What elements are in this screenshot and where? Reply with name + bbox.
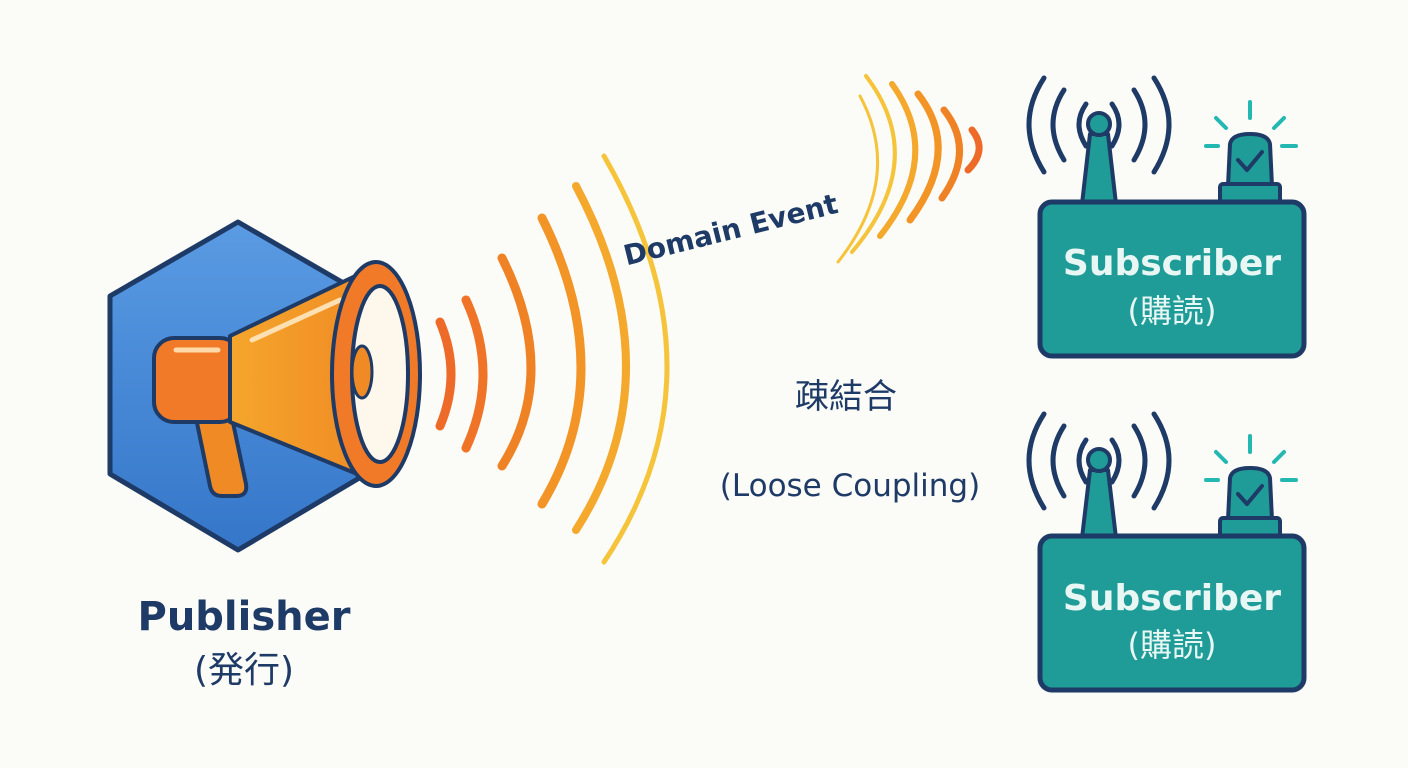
subscriber-box <box>1037 533 1307 693</box>
wave-arc <box>572 182 630 534</box>
incoming-waves <box>836 74 983 264</box>
wave-arc <box>497 253 536 471</box>
subscriber-sublabel: (購読) <box>1128 626 1217 664</box>
coupling-label-jp: 疎結合 <box>795 377 897 417</box>
wave-arc <box>537 213 586 509</box>
subscriber-node: Subscriber (購読) <box>1026 411 1307 693</box>
megaphone-icon <box>152 260 422 498</box>
publisher-node: Publisher (発行) <box>107 219 422 691</box>
status-light-icon <box>1204 100 1298 206</box>
subscriber-node: Subscriber (購読) <box>1026 75 1307 359</box>
domain-event-label: Domain Event <box>620 187 841 272</box>
subscriber-sublabel: (購読) <box>1128 292 1217 330</box>
wave-arc <box>836 94 880 264</box>
wave-arc <box>877 81 919 239</box>
wave-arc <box>461 295 488 453</box>
wave-arc <box>601 153 670 565</box>
subscriber-label: Subscriber <box>1063 243 1281 284</box>
publisher-label: Publisher <box>138 594 351 640</box>
wave-arc <box>906 90 942 224</box>
subscriber-box <box>1037 199 1307 359</box>
antenna-icon <box>1026 75 1172 206</box>
wave-arc <box>964 126 983 174</box>
antenna-icon <box>1026 411 1172 540</box>
wave-arc <box>850 74 897 254</box>
publisher-sublabel: (発行) <box>194 650 294 691</box>
broadcast-waves <box>435 153 670 565</box>
status-light-icon <box>1204 434 1298 540</box>
wave-arc <box>938 106 963 202</box>
coupling-label-en: (Loose Coupling) <box>720 468 980 504</box>
subscriber-label: Subscriber <box>1063 578 1281 619</box>
wave-arc <box>435 317 456 431</box>
